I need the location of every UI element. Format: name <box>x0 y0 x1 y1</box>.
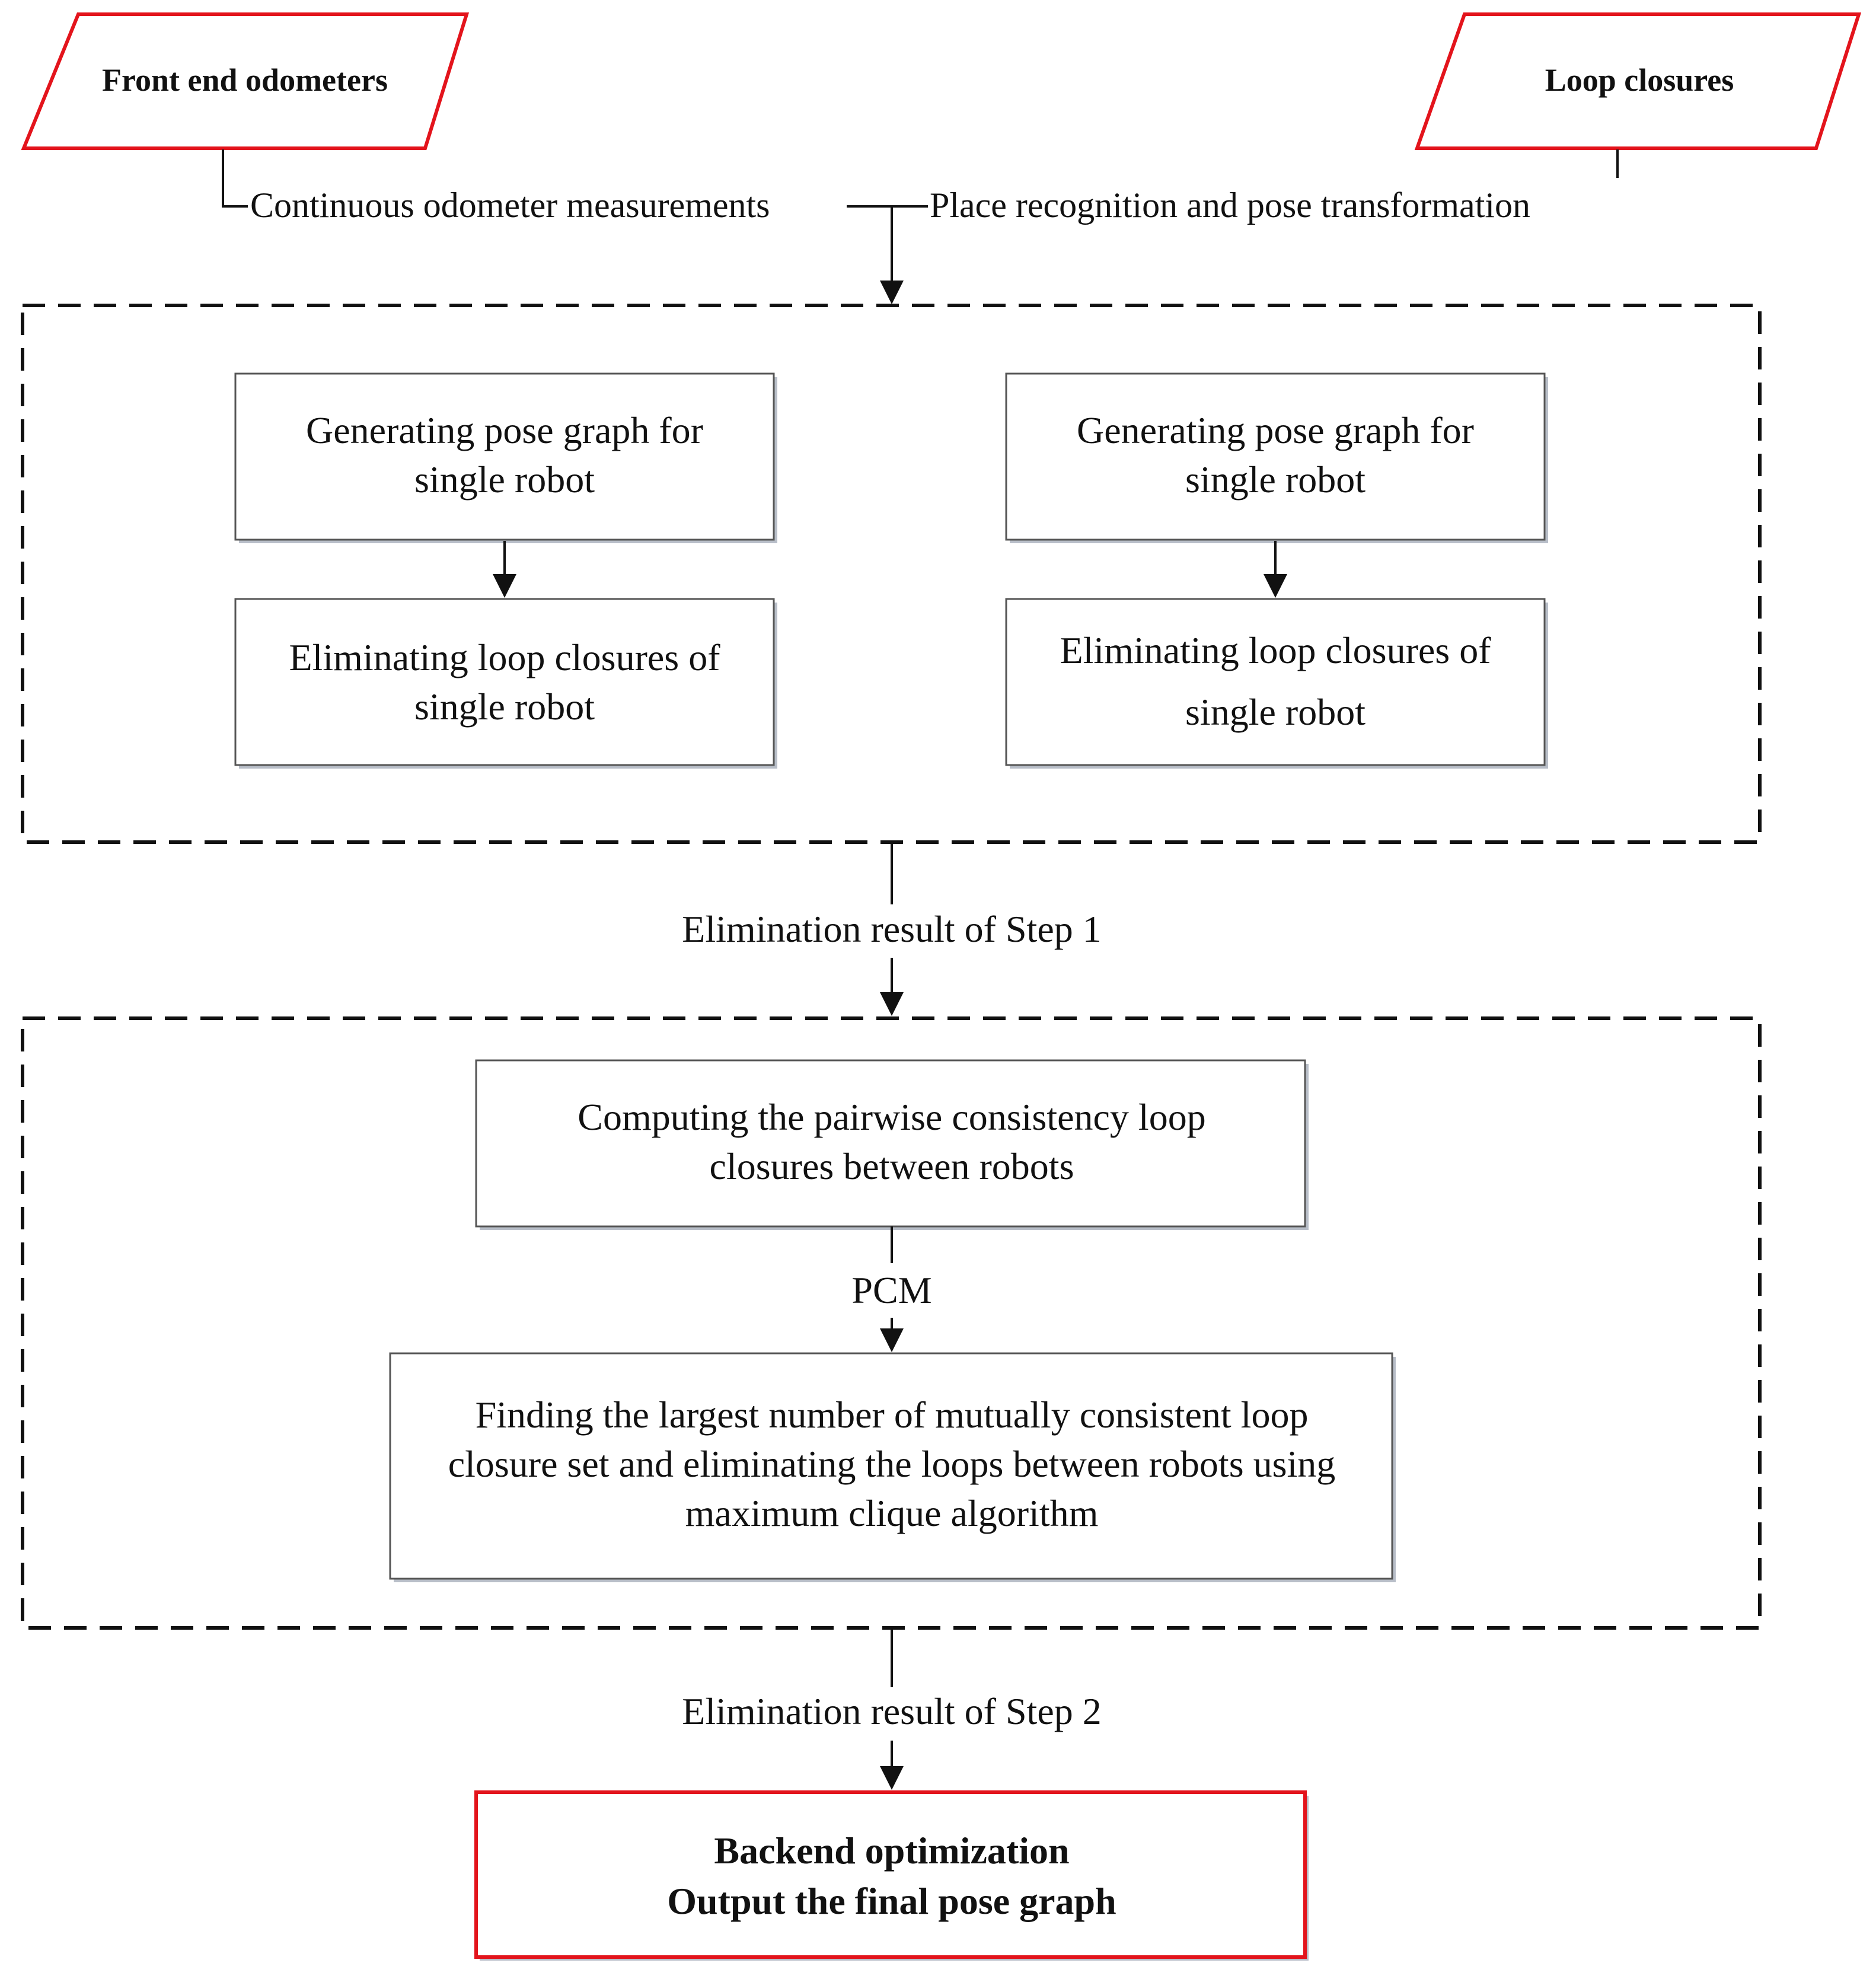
step2-result-label: Elimination result of Step 2 <box>682 1690 1101 1732</box>
step1-right-generate-line2: single robot <box>1185 458 1365 501</box>
step1-right-eliminate-box: Eliminating loop closures of single robo… <box>1005 598 1548 769</box>
input-connectors <box>222 149 1619 304</box>
step1-left-generate-line1: Generating pose graph for <box>306 409 703 451</box>
step2-find-line2: closure set and eliminating the loops be… <box>448 1443 1336 1485</box>
step2-find-box: Finding the largest number of mutually c… <box>389 1352 1396 1582</box>
step1-right-eliminate-line1: Eliminating loop closures of <box>1060 629 1492 671</box>
odometer-measurements-label: Continuous odometer measurements <box>250 186 770 225</box>
step1-right-eliminate-line2: single robot <box>1185 691 1365 733</box>
place-recognition-label: Place recognition and pose transformatio… <box>930 186 1530 225</box>
final-pose-graph-label: Output the final pose graph <box>667 1880 1116 1922</box>
step1-right-generate-box: Generating pose graph for single robot <box>1005 372 1548 543</box>
step1-result-label: Elimination result of Step 1 <box>682 908 1101 950</box>
backend-optimization-label: Backend optimization <box>714 1830 1069 1872</box>
step2-compute-box: Computing the pairwise consistency loop … <box>475 1059 1309 1230</box>
step1-right-generate-line1: Generating pose graph for <box>1077 409 1474 451</box>
step1-left-generate-line2: single robot <box>414 458 595 501</box>
front-end-odometers-label: Front end odometers <box>102 62 388 98</box>
step1-left-eliminate-box: Eliminating loop closures of single robo… <box>234 598 777 769</box>
step1-left-generate-box: Generating pose graph for single robot <box>234 372 777 543</box>
step2-compute-line1: Computing the pairwise consistency loop <box>578 1096 1205 1138</box>
step2-find-line3: maximum clique algorithm <box>685 1492 1099 1534</box>
step1-left-eliminate-line2: single robot <box>414 686 595 728</box>
backend-optimization-box: Backend optimization Output the final po… <box>474 1790 1309 1961</box>
loop-closures-label: Loop closures <box>1545 62 1734 98</box>
step2-compute-line2: closures between robots <box>710 1145 1074 1187</box>
step1-left-eliminate-line1: Eliminating loop closures of <box>289 636 721 678</box>
pcm-label: PCM <box>851 1269 931 1311</box>
loop-closures-node: Loop closures <box>1414 12 1862 150</box>
step2-find-line1: Finding the largest number of mutually c… <box>476 1394 1309 1436</box>
front-end-odometers-node: Front end odometers <box>21 12 470 150</box>
